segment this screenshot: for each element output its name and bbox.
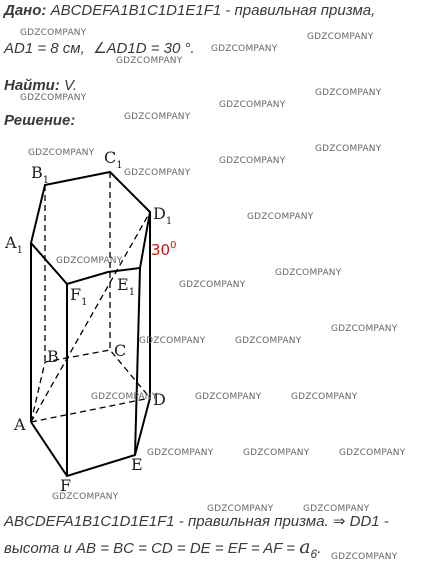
conclusion-equalities: высота и AB = BC = CD = DE = EF = AF =	[4, 540, 300, 557]
given-line: Дано: ABCDEFA1B1C1D1E1F1 - правильная пр…	[4, 2, 375, 19]
watermark: GDZCOMPANY	[219, 156, 286, 166]
watermark: GDZCOMPANY	[303, 504, 370, 514]
watermark: GDZCOMPANY	[331, 552, 398, 562]
find-heading: Найти:	[4, 77, 60, 94]
label-f: F	[60, 476, 71, 495]
angle-label: 300	[151, 240, 176, 259]
vertex-labels: A B C D E F A1 B1 C1 D1 E1 F1	[4, 148, 172, 495]
given-prism: ABCDEFA1B1C1D1E1F1 - правильная призма,	[50, 2, 376, 19]
watermark: GDZCOMPANY	[147, 448, 214, 458]
given-heading: Дано:	[4, 2, 47, 19]
bottom-hidden	[30, 349, 151, 423]
watermark: GDZCOMPANY	[339, 448, 406, 458]
given-angle: ∠AD1D = 30 °.	[93, 40, 195, 57]
watermark: GDZCOMPANY	[243, 448, 310, 458]
watermark: GDZCOMPANY	[195, 392, 262, 402]
watermark: GDZCOMPANY	[56, 256, 123, 266]
watermark: GDZCOMPANY	[247, 212, 314, 222]
watermark: GDZCOMPANY	[315, 144, 382, 154]
diagonal-ad1	[30, 211, 151, 423]
watermark: GDZCOMPANY	[139, 336, 206, 346]
watermark: GDZCOMPANY	[219, 100, 286, 110]
watermark: GDZCOMPANY	[331, 324, 398, 334]
bottom-visible	[30, 397, 151, 478]
watermark: GDZCOMPANY	[235, 336, 302, 346]
label-a: A	[13, 415, 26, 434]
prism-solid-edges	[30, 170, 152, 478]
watermark: GDZCOMPANY	[28, 148, 95, 158]
watermark: GDZCOMPANY	[275, 268, 342, 278]
top-face	[30, 170, 152, 286]
given-ad1: AD1 = 8 см,	[4, 40, 85, 57]
watermark: GDZCOMPANY	[124, 168, 191, 178]
solution-line: Решение:	[4, 112, 75, 129]
conclusion-line-2: высота и AB = BC = CD = DE = EF = AF = a…	[4, 536, 322, 561]
label-c: C	[114, 341, 126, 360]
conclusion-line-1: ABCDEFA1B1C1D1E1F1 - правильная призма. …	[4, 513, 389, 530]
watermark: GDZCOMPANY	[179, 280, 246, 290]
watermark: GDZCOMPANY	[307, 32, 374, 42]
solution-heading: Решение:	[4, 112, 76, 129]
label-b: B	[47, 347, 59, 366]
label-b1: B1	[31, 163, 49, 186]
watermark: GDZCOMPANY	[52, 492, 119, 502]
label-d1: D1	[153, 204, 172, 227]
watermark: GDZCOMPANY	[315, 88, 382, 98]
prism-hidden-edges	[30, 172, 151, 423]
find-line: Найти: V.	[4, 77, 77, 94]
watermark: GDZCOMPANY	[20, 28, 87, 38]
label-c1: C1	[104, 148, 123, 171]
watermark: GDZCOMPANY	[20, 93, 87, 103]
watermark: GDZCOMPANY	[207, 504, 274, 514]
watermark: GDZCOMPANY	[124, 112, 191, 122]
label-e1: E1	[117, 275, 135, 298]
given-values-line: AD1 = 8 см, ∠AD1D = 30 °.	[4, 39, 195, 57]
find-value: V.	[64, 77, 78, 94]
side-a-sub: 6	[310, 547, 318, 561]
diagonal-ad	[30, 397, 151, 423]
watermark: GDZCOMPANY	[116, 56, 183, 66]
watermark: GDZCOMPANY	[91, 392, 158, 402]
edge-ee1	[134, 267, 141, 456]
label-a1: A1	[4, 233, 23, 256]
label-d: D	[153, 390, 166, 409]
conclusion-end: .	[317, 540, 322, 557]
watermark: GDZCOMPANY	[211, 44, 278, 54]
side-a: a	[299, 536, 311, 558]
label-e: E	[131, 455, 143, 474]
watermark: GDZCOMPANY	[291, 392, 358, 402]
label-f1: F1	[70, 285, 87, 308]
